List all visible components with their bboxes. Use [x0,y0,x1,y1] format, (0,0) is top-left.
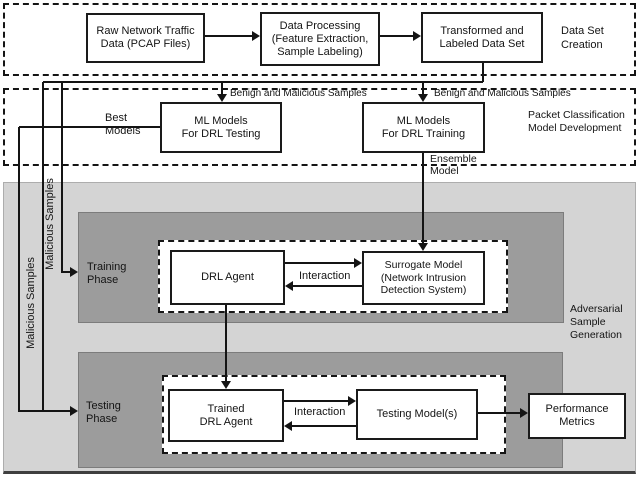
arrowhead-bus-to-ml-training [418,94,428,102]
text-line: Data (PCAP Files) [100,38,191,50]
label-testing-phase: Testing Phase [86,400,121,426]
text-line: Sample [570,316,606,328]
text-line: Ensemble [430,153,477,165]
connector-raw-to-processing [205,35,252,37]
text-line: Adversarial [570,303,623,315]
label-malicious-samples-upper: Malicious Samples [44,178,56,270]
label-ensemble-model: Ensemble Model [430,153,477,177]
arrowhead-testing-models-to-trained [284,421,292,431]
arrowhead-testing-models-to-performance [520,408,528,418]
box-raw-network-traffic: Raw Network Traffic Data (PCAP Files) [86,13,205,63]
text-line: Labeled Data Set [439,37,525,50]
text-line: ML Models [194,114,248,127]
text-line: Model [430,164,459,177]
connector-processing-to-transformed [380,35,413,37]
connector-best-models-horizontal [19,126,160,128]
connector-transformed-down-stub [482,63,484,82]
text-line: (Network Intrusion [380,271,467,284]
text-line: Sample Labeling) [277,45,363,58]
text-line: Phase [87,274,119,286]
label-interaction-testing: Interaction [294,406,346,418]
text-line: Training [87,261,127,273]
text-line: Performance [545,403,609,415]
connector-best-models-vertical [18,127,20,412]
box-surrogate-model: Surrogate Model (Network Intrusion Detec… [362,251,485,305]
box-trained-drl-agent: Trained DRL Agent [168,389,284,442]
arrowhead-surrogate-to-drl [285,281,293,291]
box-transformed-data-set: Transformed and Labeled Data Set [421,12,543,63]
arrowhead-drl-to-trained [221,381,231,389]
arrowhead-raw-to-processing [252,31,260,41]
text-line: Metrics [559,416,595,428]
label-best-models: Best Models [105,112,140,138]
connector-drl-to-surrogate [285,262,354,264]
label-data-set-creation: Data Set Creation [561,24,604,52]
connector-malicious-to-testing [42,82,44,412]
text-line: Testing Model(s) [376,408,458,420]
label-training-phase: Training Phase [87,261,126,287]
text-line: Generation [570,329,622,341]
text-line: DRL Agent [199,415,253,428]
arrowhead-testing-phase-entry [70,406,78,416]
arrowhead-ensemble-to-surrogate [418,243,428,251]
text-line: Surrogate Model [384,259,463,272]
connector-drl-to-trained [225,305,227,381]
connector-testing-models-to-trained [292,425,356,427]
connector-testing-models-to-performance [478,412,520,414]
text-line: Model Development [528,122,622,134]
text-line: For DRL Testing [181,127,261,140]
text-line: Detection System) [380,284,467,297]
text-line: Testing [86,400,121,412]
label-benign-malicious-right: Benign and Malicious Samples [434,88,571,99]
text-line: Models [105,125,141,137]
box-ml-models-drl-training: ML Models For DRL Training [362,102,485,153]
text-line: ML Models [396,114,451,127]
box-data-processing: Data Processing (Feature Extraction, Sam… [260,12,380,66]
text-line: Data Processing [279,19,361,32]
label-malicious-samples-lower: Malicious Samples [25,257,37,349]
text-line: (Feature Extraction, [271,32,369,45]
connector-training-phase-entry [62,271,70,273]
text-line: Best [105,112,128,124]
box-drl-agent: DRL Agent [170,250,285,305]
arrowhead-trained-to-testing-models [348,396,356,406]
text-line: Phase [86,413,118,425]
connector-malicious-to-training [61,82,63,273]
label-interaction-training: Interaction [299,270,351,282]
label-adversarial-sample-generation: Adversarial Sample Generation [570,303,623,342]
label-benign-malicious-left: Benign and Malicious Samples [230,88,367,99]
text-line: Transformed and [440,24,524,37]
connector-bus-to-ml-training [422,82,424,94]
connector-bus-to-ml-testing [221,82,223,94]
connector-surrogate-to-drl [293,285,362,287]
connector-samples-bus [43,81,483,83]
text-line: DRL Agent [201,271,254,283]
text-line: Trained [207,402,245,415]
connector-trained-to-testing-models [284,400,348,402]
arrowhead-training-phase-entry [70,267,78,277]
box-testing-models: Testing Model(s) [356,389,478,440]
text-line: Raw Network Traffic [96,25,195,37]
arrowhead-bus-to-ml-testing [217,94,227,102]
box-performance-metrics: Performance Metrics [528,393,626,439]
text-line: Data Set [561,25,604,37]
box-ml-models-drl-testing: ML Models For DRL Testing [160,102,282,153]
connector-testing-phase-entry [19,410,70,412]
text-line: For DRL Training [381,127,466,140]
arrowhead-drl-to-surrogate [354,258,362,268]
connector-ensemble-to-surrogate [422,153,424,243]
label-packet-classification: Packet Classification Model Development [528,109,625,135]
arrowhead-processing-to-transformed [413,31,421,41]
text-line: Packet Classification [528,109,625,121]
text-line: Creation [561,39,603,51]
